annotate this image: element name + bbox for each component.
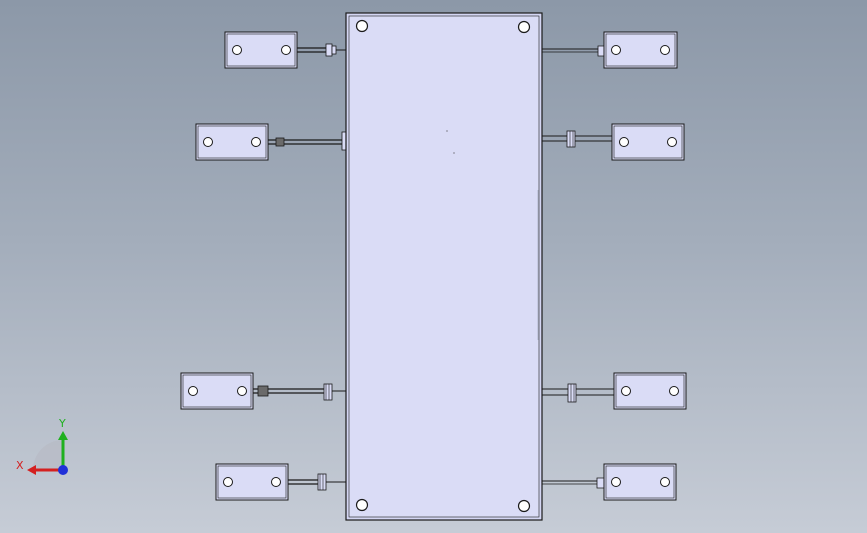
- y-axis-arrow: [58, 431, 68, 440]
- connector-left-2: [268, 131, 348, 151]
- tab-left-3[interactable]: [180, 372, 254, 410]
- tab-hole: [611, 45, 621, 55]
- tab-hole: [188, 386, 198, 396]
- x-axis-arrow: [27, 465, 36, 475]
- connector-left-3: [253, 383, 346, 401]
- tab-left-1[interactable]: [224, 31, 298, 69]
- tab-hole: [223, 477, 233, 487]
- tab-hole: [621, 386, 631, 396]
- tab-hole: [669, 386, 679, 396]
- corner-hole: [517, 499, 531, 513]
- connector-right-4: [542, 477, 605, 489]
- tab-hole: [281, 45, 291, 55]
- tab-hole: [203, 137, 213, 147]
- connector-left-4: [288, 473, 346, 491]
- view-triad-icon[interactable]: X Y: [16, 417, 68, 475]
- z-axis-dot: [58, 465, 68, 475]
- tab-hole: [667, 137, 677, 147]
- tab-hole: [660, 477, 670, 487]
- tab-hole: [619, 137, 629, 147]
- tab-hole: [660, 45, 670, 55]
- connector-right-2: [542, 130, 612, 148]
- connector-left-1: [297, 43, 346, 57]
- tab-right-4[interactable]: [603, 463, 677, 501]
- corner-hole: [517, 20, 531, 34]
- tab-hole: [271, 477, 281, 487]
- tab-left-4[interactable]: [215, 463, 289, 501]
- y-axis-label: Y: [58, 417, 66, 430]
- connector-right-3: [542, 383, 614, 403]
- tab-right-2[interactable]: [611, 123, 685, 161]
- x-axis-label: X: [16, 459, 24, 472]
- tab-hole: [611, 477, 621, 487]
- tab-hole: [237, 386, 247, 396]
- corner-hole: [355, 498, 369, 512]
- connector-right-1: [542, 45, 605, 57]
- tab-right-1[interactable]: [603, 31, 678, 69]
- main-plate[interactable]: [345, 12, 543, 521]
- tab-right-3[interactable]: [613, 372, 687, 410]
- tab-hole: [232, 45, 242, 55]
- tab-left-2[interactable]: [195, 123, 269, 161]
- tab-hole: [251, 137, 261, 147]
- corner-hole: [355, 19, 369, 33]
